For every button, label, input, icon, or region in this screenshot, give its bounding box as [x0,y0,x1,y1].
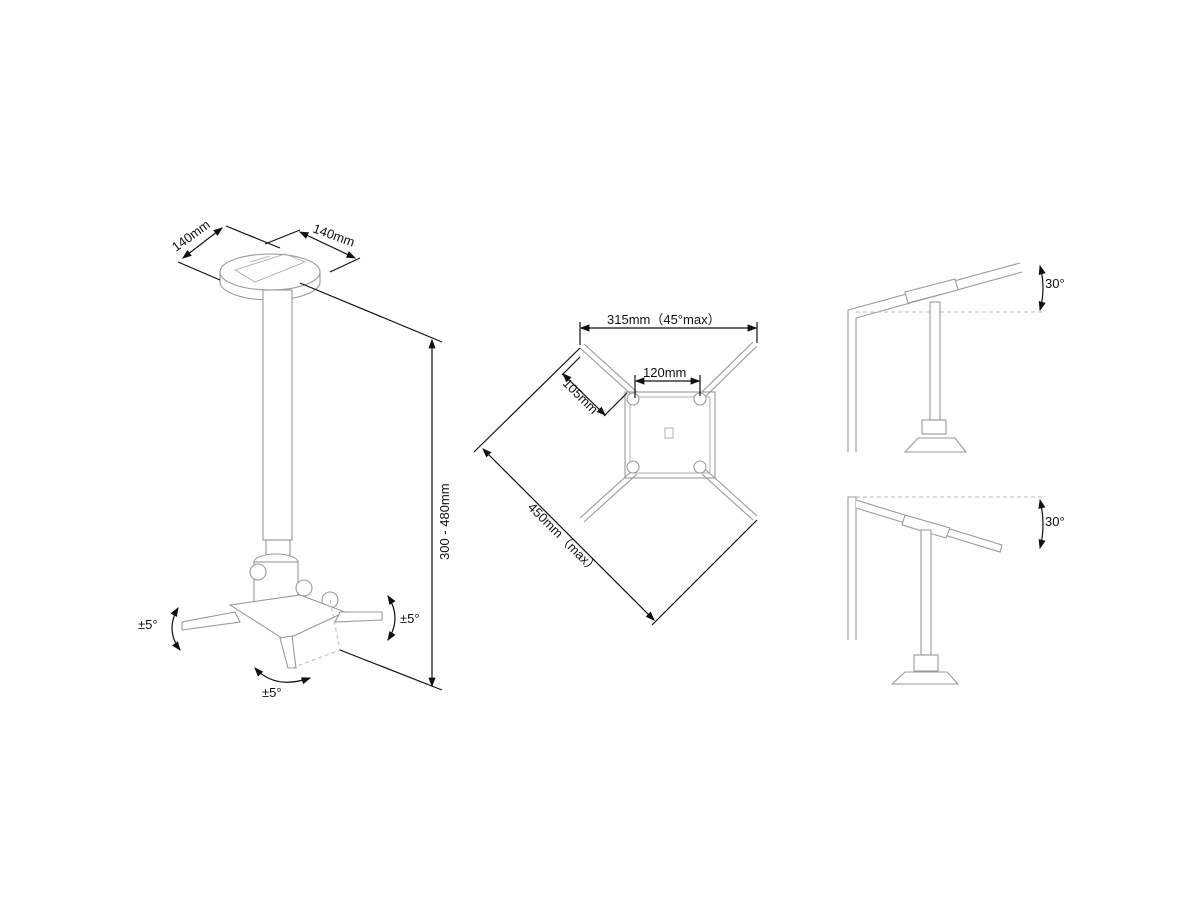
ceiling-plate [904,278,959,304]
plate-width-b-label: 140mm [311,221,357,250]
left-dimensions [170,225,443,691]
arm [579,347,634,397]
plate-width-a-label: 140mm [169,217,213,255]
tilt-left-label: ±5° [138,617,158,632]
ceiling-mount-perspective [181,253,383,669]
sloped-ceiling-view-bottom [847,496,1046,685]
arm-length-label: 105mm [560,376,601,417]
arm [279,635,297,669]
bottom-angle-label: 30° [1045,514,1065,529]
center-dimensions [473,322,758,626]
swivel-label: ±5° [262,685,282,700]
top-angle-label: 30° [1045,276,1065,291]
base [903,437,968,453]
center-spacing-label: 120mm [643,365,686,380]
height-range-label: 300 - 480mm [437,483,452,560]
diagonal-max-label: 450mm（max） [525,500,602,577]
adjust-knob [249,563,267,581]
arm [705,345,758,397]
arm [334,611,383,623]
base [890,671,960,685]
arm [181,611,241,631]
bracket-top-view [579,341,758,523]
sloped-ceiling-view-top [847,262,1046,453]
ceiling-plate [901,514,951,539]
tilt-right-label: ±5° [400,611,420,626]
adjust-knob [295,579,313,597]
arm [579,469,634,519]
extension-pole [262,289,293,541]
arm [705,469,758,517]
pole [920,529,932,656]
arm-span-label: 315mm（45°max） [607,312,721,327]
pole [929,301,941,421]
wall [847,496,857,640]
